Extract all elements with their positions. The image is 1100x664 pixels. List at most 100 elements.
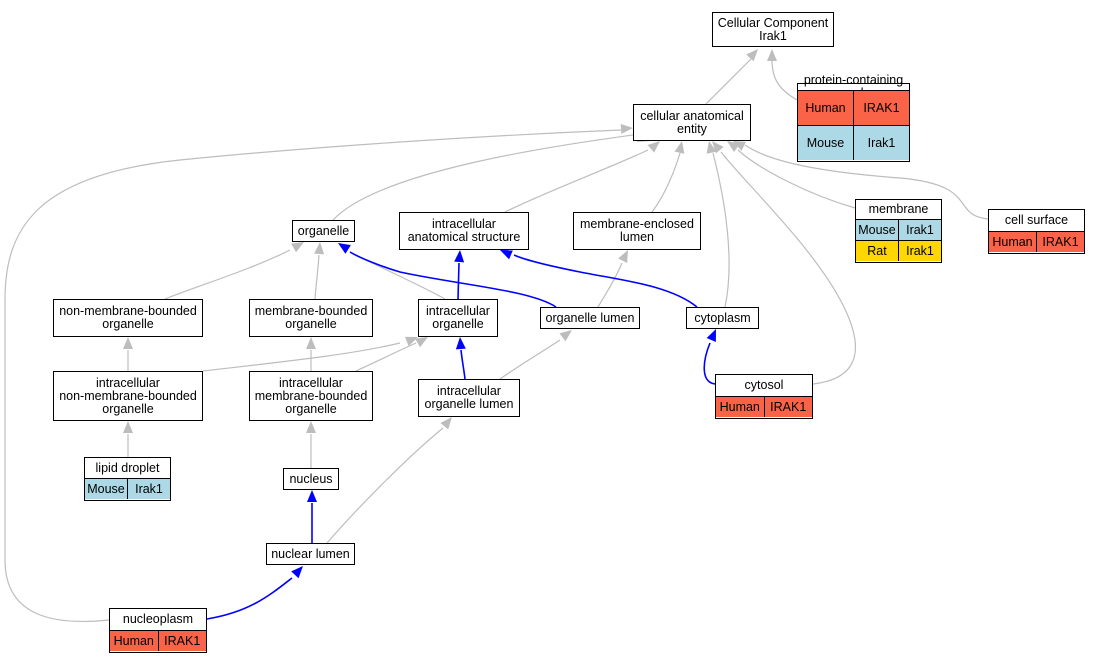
edge-is-a-cae-to-root <box>705 57 753 105</box>
edge-is-a-ic-nmb-organelle-to-intracellular-organelle <box>202 342 401 372</box>
node-nucleus[interactable]: nucleus <box>283 468 339 490</box>
node-label-line: nucleus <box>289 471 333 486</box>
node-label-line: organelle lumen <box>545 310 635 325</box>
arrowhead-membrane-bounded-to-organelle <box>314 242 325 255</box>
edge-is-a-nuclear-lumen-to-ic-organelle-lumen <box>326 427 444 544</box>
arrowhead-ic-mb-organelle-to-intracellular-organelle <box>415 337 428 348</box>
node-label-line: organelle lumen <box>424 397 514 411</box>
arrowhead-organelle-lumen-to-organelle <box>338 243 351 254</box>
node-label-line: intracellular <box>426 304 490 318</box>
node-label: protein-containingcomplex <box>798 74 909 100</box>
gene-cell: IRAK1 <box>1036 232 1084 252</box>
edge-is-a-organelle-to-cae <box>332 133 641 221</box>
node-label-line: anatomical structure <box>407 230 521 244</box>
node-protein-complex[interactable]: protein-containingcomplexHumanIRAK1Mouse… <box>797 74 910 162</box>
node-label-line: intracellular <box>96 375 160 390</box>
arrowhead-protein-complex-to-root <box>767 49 777 61</box>
gene-cell: IRAK1 <box>853 91 909 125</box>
node-label-line: lumen <box>619 230 655 244</box>
arrowhead-ic-mb-organelle-to-membrane-bounded <box>306 337 316 349</box>
arrowhead-nucleoplasm-to-nuclear-lumen <box>291 566 303 579</box>
node-label-line: organelle <box>102 317 154 331</box>
node-nuclear-lumen[interactable]: nuclear lumen <box>266 543 355 565</box>
edge-part-of-ic-organelle-lumen-to-intracellular-organelle <box>460 349 466 380</box>
arrowhead-non-membrane-bounded-to-organelle <box>291 242 304 253</box>
node-label-line: protein-containing <box>803 73 904 87</box>
node-cytoplasm[interactable]: cytoplasm <box>686 307 759 329</box>
arrowhead-lipid-droplet-to-ic-nmb-organelle <box>123 421 133 433</box>
node-label: nucleoplasm <box>110 609 206 631</box>
node-label-line: Cellular Component <box>717 15 829 30</box>
node-label-line: membrane-bounded <box>254 388 368 403</box>
node-label-line: organelle <box>102 401 154 416</box>
arrowhead-nuclear-lumen-to-nucleus <box>307 490 317 502</box>
node-label-line: intracellular <box>437 384 501 398</box>
arrowhead-organelle-lumen-to-membrane-enclosed-lumen <box>618 250 628 263</box>
node-label: lipid droplet <box>85 458 170 479</box>
arrowhead-cae-to-root <box>746 49 758 62</box>
arrowhead-nuclear-lumen-to-ic-organelle-lumen <box>440 417 452 430</box>
edge-is-a-organelle-lumen-to-membrane-enclosed-lumen <box>597 262 623 308</box>
node-label-line: Irak1 <box>759 28 787 43</box>
edge-is-a-non-membrane-bounded-to-organelle <box>164 249 291 300</box>
node-label-line: lipid droplet <box>95 460 160 475</box>
arrowhead-intracellular-organelle-to-intracellular-anat <box>454 250 465 263</box>
edge-is-a-cell-surface-to-cae <box>744 144 989 220</box>
node-label-line: intracellular <box>279 375 343 390</box>
species-cell: Mouse <box>798 126 853 160</box>
node-label: cytoplasm <box>687 308 758 328</box>
node-organelle[interactable]: organelle <box>292 220 355 242</box>
species-cell: Human <box>798 91 853 125</box>
gene-cell: Irak1 <box>853 126 909 160</box>
node-label: organelle <box>293 221 354 241</box>
arrowhead-intracellular-anat-to-cae <box>647 141 660 153</box>
node-label: membrane <box>856 200 941 220</box>
node-label-line: membrane-bounded <box>254 304 368 318</box>
gene-cell: IRAK1 <box>763 397 812 417</box>
node-organelle-lumen[interactable]: organelle lumen <box>540 307 640 329</box>
arrowhead-cytosol-to-cytoplasm <box>706 329 716 342</box>
edge-is-a-protein-complex-to-root <box>771 59 798 101</box>
arrowhead-cell-surface-to-cae <box>733 141 746 151</box>
edge-is-a-cytosol-to-cae <box>720 151 856 385</box>
node-label-line: cellular anatomical <box>640 108 744 123</box>
edge-part-of-intracellular-organelle-to-intracellular-anat <box>457 262 460 300</box>
edge-is-a-ic-organelle-lumen-to-organelle-lumen <box>499 339 561 380</box>
arrowhead-ic-nmb-organelle-to-non-membrane-bounded <box>123 337 133 349</box>
node-label-line: cytoplasm <box>694 310 751 325</box>
node-label: cell surface <box>989 210 1084 232</box>
gene-cell: Irak1 <box>898 241 941 261</box>
edge-is-a-ic-mb-organelle-to-intracellular-organelle <box>355 342 417 372</box>
gene-cell: Irak1 <box>898 220 941 240</box>
gene-cell: IRAK1 <box>157 631 206 651</box>
arrowhead-ic-organelle-lumen-to-organelle-lumen <box>559 330 572 342</box>
node-label-line: nucleoplasm <box>122 612 194 626</box>
